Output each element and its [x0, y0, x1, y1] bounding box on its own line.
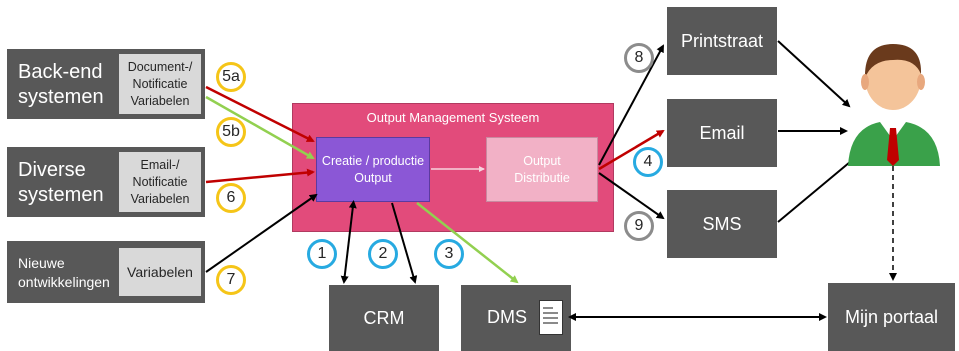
badge-4: 4	[633, 147, 663, 177]
output-distributie: Output Distributie	[486, 137, 598, 202]
badge-2: 2	[368, 239, 398, 269]
arrow-8	[598, 44, 664, 166]
badge-3: 3	[434, 239, 464, 269]
output-printstraat: Printstraat	[667, 7, 777, 75]
oms-title: Output Management Systeem	[366, 110, 540, 125]
badge-1: 1	[307, 239, 337, 269]
source-backend-systems: Back-end systemen Document-/ Notificatie…	[7, 49, 205, 119]
badge-8: 8	[624, 43, 654, 73]
output-sms: SMS	[667, 190, 777, 258]
arrow-sms-user	[777, 155, 858, 223]
mijn-portaal-box: Mijn portaal	[828, 283, 955, 351]
arrow-print-user	[777, 40, 851, 108]
arrow-1	[340, 200, 357, 284]
arrow-5b	[205, 95, 315, 160]
source-diverse-systems: Diverse systemen Email-/ Notificatie Var…	[7, 147, 205, 217]
arrow-6	[205, 168, 315, 184]
source-new-label-line1: Nieuwe	[18, 255, 65, 271]
crm-box: CRM	[329, 285, 439, 351]
arrow-2	[391, 202, 418, 284]
badge-5b: 5b	[216, 117, 246, 147]
arrow-5a	[205, 85, 315, 143]
dms-box: DMS	[461, 285, 571, 351]
arrow-7	[205, 193, 318, 273]
badge-6: 6	[216, 183, 246, 213]
source-backend-label-line1: Back-end	[18, 61, 103, 83]
source-new-developments: Nieuwe ontwikkelingen Variabelen	[7, 241, 205, 303]
arrow-3	[416, 202, 519, 284]
source-diverse-label-line1: Diverse	[18, 159, 86, 181]
output-email: Email	[667, 99, 777, 167]
source-backend-variables: Document-/ Notificatie Variabelen	[119, 54, 201, 114]
source-diverse-label-line2: systemen	[18, 184, 104, 206]
dms-label: DMS	[487, 307, 527, 327]
arrow-4	[598, 129, 665, 171]
user-icon	[848, 44, 940, 166]
source-backend-label-line2: systemen	[18, 86, 104, 108]
badge-5a: 5a	[216, 62, 246, 92]
source-diverse-variables: Email-/ Notificatie Variabelen	[119, 152, 201, 212]
document-icon	[539, 300, 563, 335]
badge-7: 7	[216, 265, 246, 295]
arrow-9	[598, 172, 665, 220]
source-new-label-line2: ontwikkelingen	[18, 274, 110, 290]
creatie-productie-output: Creatie / productie Output	[316, 137, 430, 202]
source-new-variables: Variabelen	[119, 248, 201, 296]
badge-9: 9	[624, 211, 654, 241]
